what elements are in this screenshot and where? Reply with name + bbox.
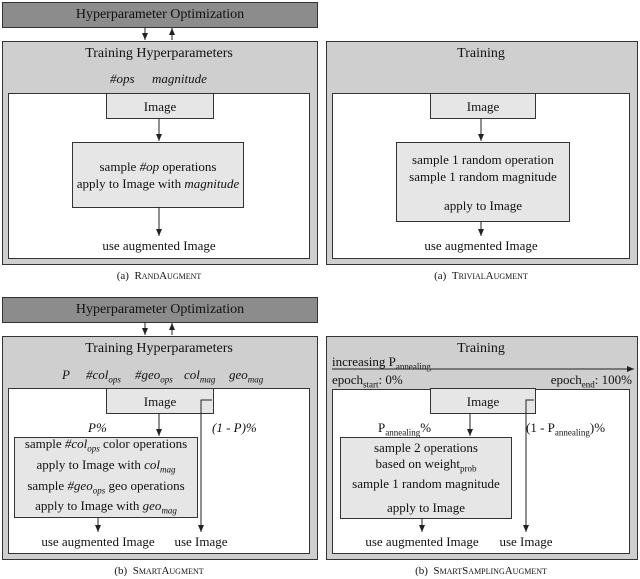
image-label: Image [143, 393, 177, 409]
arrow-bypass [523, 399, 534, 532]
param-geo-mag: geomag [229, 367, 264, 385]
epoch-start-label: epochstart: 0% [332, 372, 403, 390]
process-line-3: sample 1 random magnitude [352, 476, 500, 492]
image-label: Image [143, 98, 177, 114]
param-p: P [62, 367, 70, 382]
smartsamplingaugment-output-right: use Image [499, 534, 553, 549]
image-label: Image [466, 393, 500, 409]
randaugment-process-box: sample #op operations apply to Image wit… [72, 142, 244, 208]
smartaugment-title: Training Hyperparameters [85, 341, 233, 356]
branch-left-label: P% [88, 420, 107, 435]
process-line-4: apply to Image [387, 500, 465, 516]
increasing-annealing-label: increasing Pannealing [332, 354, 431, 372]
randaugment-caption: (a) RandAugment [116, 270, 202, 282]
process-line-4: apply to Image with geomag [35, 498, 177, 516]
trivialaugment-process-box: sample 1 random operation sample 1 rando… [396, 142, 570, 222]
randaugment-image-box: Image [106, 93, 214, 119]
trivialaugment-title: Training [457, 46, 505, 61]
smartaugment-process-box: sample #colops color operations apply to… [14, 436, 198, 518]
process-line-2: apply to Image with colmag [36, 456, 176, 475]
epoch-end-label: epochend: 100% [550, 372, 632, 390]
smartsamplingaugment-output-left: use augmented Image [365, 534, 479, 549]
image-label: Image [466, 98, 500, 114]
process-line-2: apply to Image with magnitude [76, 176, 240, 191]
hpo-label: Hyperparameter Optimization [75, 7, 245, 22]
randaugment-title: Training Hyperparameters [85, 46, 233, 61]
smartaugment-output-left: use augmented Image [41, 534, 155, 549]
branch-right-label: (1 - Pannealing)% [526, 420, 606, 438]
arrow-bypass [198, 399, 212, 532]
param-col-mag: colmag [184, 367, 216, 385]
process-line-2: sample 1 random magnitude [409, 168, 557, 184]
randaugment-output: use augmented Image [102, 238, 216, 253]
param-geo-ops: #geoops [135, 367, 173, 385]
process-line-3: sample #geoops geo operations [27, 477, 185, 496]
param-col-ops: #colops [86, 367, 121, 385]
process-line-2: based on weightprob [375, 455, 477, 474]
smartsamplingaugment-image-box: Image [430, 388, 536, 414]
trivialaugment-image-box: Image [430, 93, 536, 119]
smartsamplingaugment-title: Training [457, 341, 505, 356]
smartaugment-output-right: use Image [174, 534, 228, 549]
param-magnitude: magnitude [152, 71, 207, 86]
smartsamplingaugment-caption: (b) SmartSamplingAugment [415, 565, 547, 577]
process-line-1: sample #op operations [99, 159, 217, 174]
randaugment-hpo-box: Hyperparameter Optimization [2, 2, 318, 28]
branch-right-label: (1 - P)% [212, 420, 257, 435]
smartaugment-caption: (b) SmartAugment [114, 565, 204, 577]
process-line-1: sample #colops color operations [24, 436, 188, 454]
hpo-label: Hyperparameter Optimization [75, 302, 245, 317]
trivialaugment-output: use augmented Image [424, 238, 538, 253]
smartaugment-image-box: Image [106, 388, 214, 414]
process-line-1: sample 1 random operation [412, 151, 554, 167]
smartsamplingaugment-process-box: sample 2 operations based on weightprob … [340, 437, 512, 519]
process-line-1: sample 2 operations [374, 439, 478, 455]
process-line-3: apply to Image [444, 197, 522, 213]
param-ops: #ops [110, 71, 135, 86]
branch-left-label: Pannealing% [378, 420, 432, 438]
trivialaugment-caption: (a) TrivialAugment [434, 270, 528, 282]
smartaugment-hpo-box: Hyperparameter Optimization [2, 297, 318, 323]
